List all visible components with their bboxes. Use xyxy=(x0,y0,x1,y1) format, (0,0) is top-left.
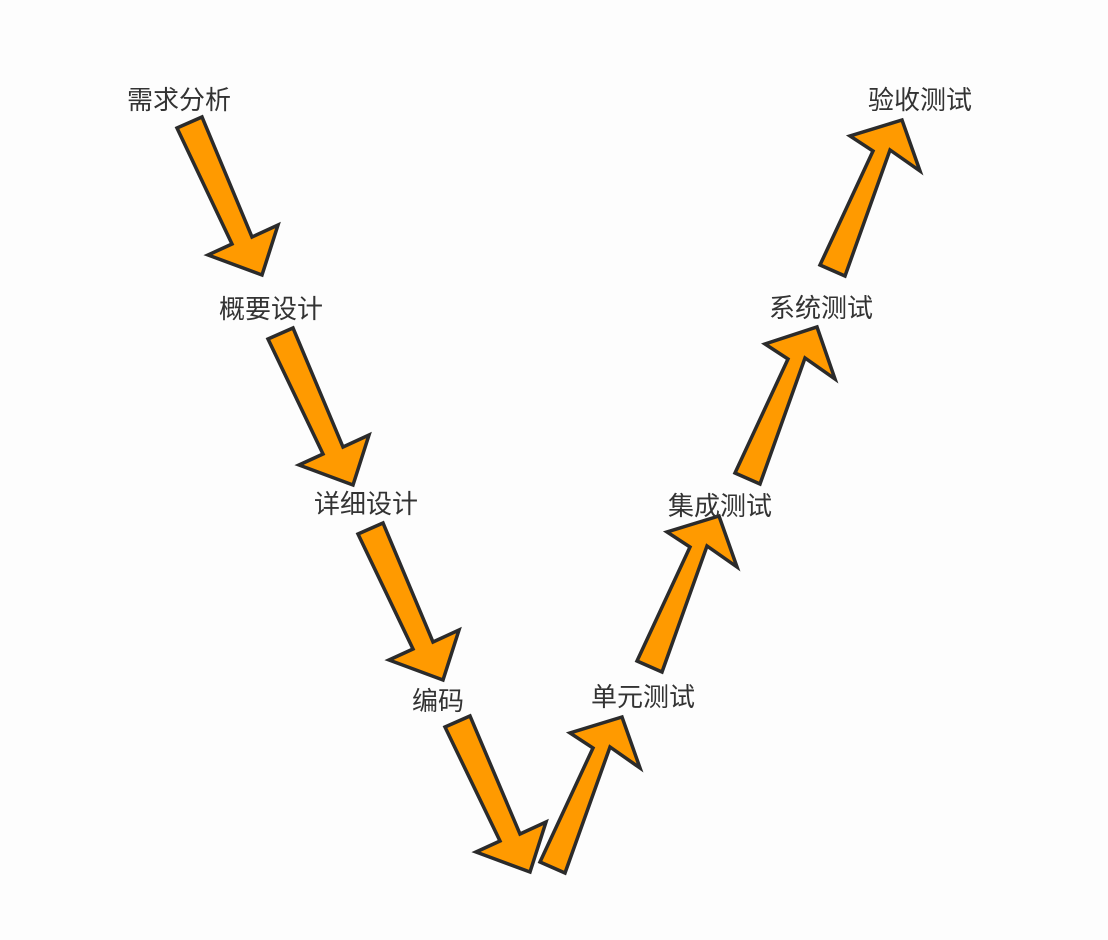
stage-high-level-design: 概要设计 xyxy=(219,295,324,325)
arrow-down-icon xyxy=(265,325,372,488)
stage-unit-testing: 单元测试 xyxy=(591,683,696,713)
arrow-up-icon xyxy=(817,117,924,279)
stage-detailed-design: 详细设计 xyxy=(314,490,419,520)
arrow-up-icon xyxy=(732,324,839,487)
stage-system-testing: 系统测试 xyxy=(769,294,874,324)
arrow-up-icon xyxy=(634,513,741,675)
stage-integration-testing: 集成测试 xyxy=(668,492,773,522)
arrow-down-icon xyxy=(355,520,462,683)
stage-acceptance-testing: 验收测试 xyxy=(868,86,973,116)
stage-requirements-analysis: 需求分析 xyxy=(127,86,232,116)
arrow-down-icon xyxy=(442,713,549,875)
arrow-up-icon xyxy=(537,714,644,876)
arrow-down-icon xyxy=(174,114,281,278)
stage-coding: 编码 xyxy=(412,687,465,717)
